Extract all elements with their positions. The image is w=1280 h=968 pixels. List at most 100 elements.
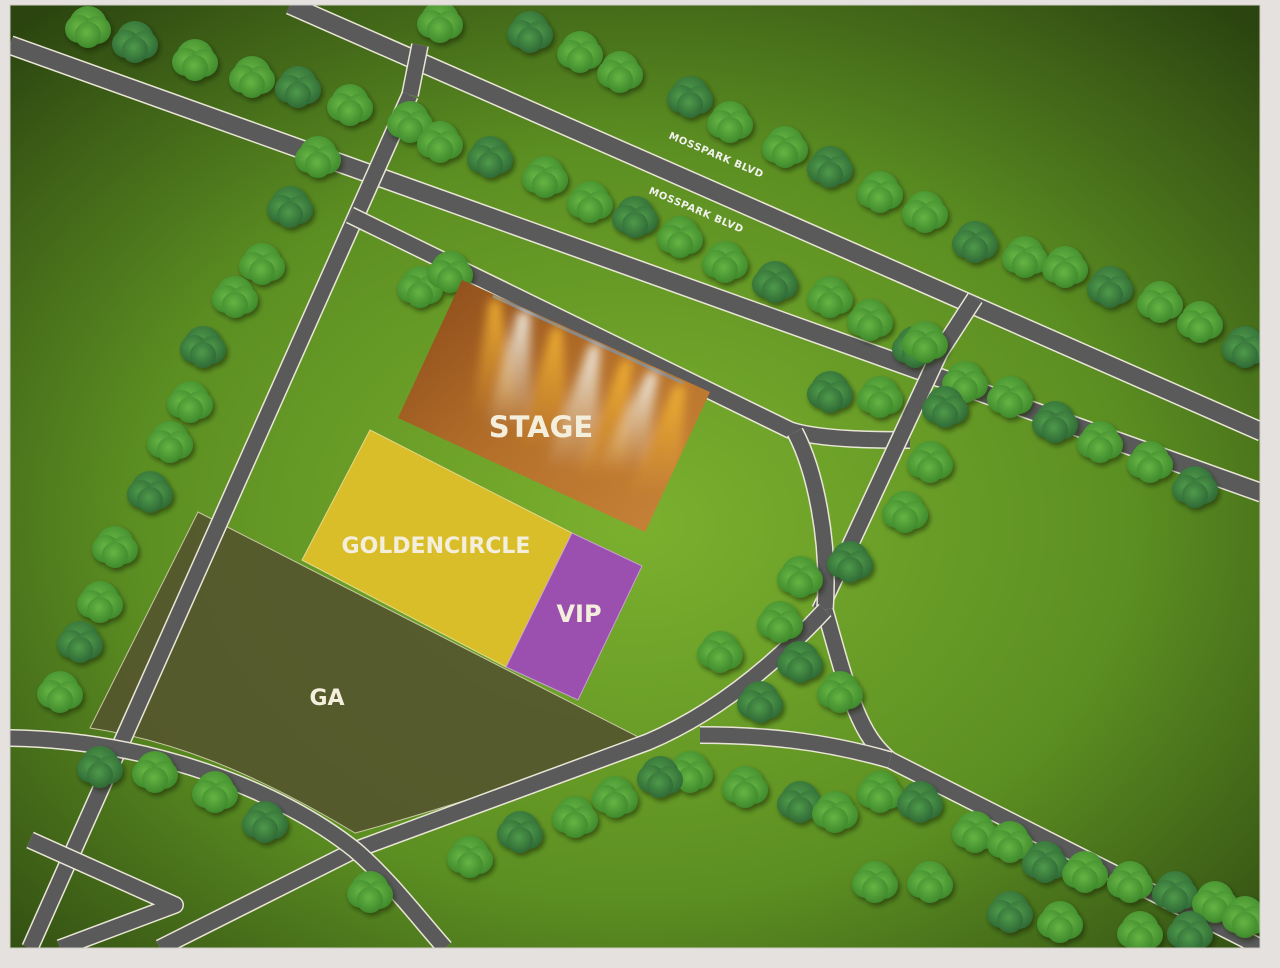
tree-icon	[417, 121, 463, 163]
tree-icon	[1137, 281, 1183, 323]
tree-icon	[447, 836, 493, 878]
tree-icon	[987, 891, 1033, 933]
tree-icon	[37, 671, 83, 713]
tree-icon	[507, 11, 553, 53]
tree-icon	[1022, 841, 1068, 883]
tree-icon	[522, 156, 568, 198]
tree-icon	[897, 781, 943, 823]
tree-icon	[127, 471, 173, 513]
tree-icon	[557, 31, 603, 73]
zone-label-stage: STAGE	[489, 410, 593, 444]
tree-icon	[192, 771, 238, 813]
tree-icon	[92, 526, 138, 568]
tree-icon	[1222, 326, 1260, 368]
tree-icon	[1172, 466, 1218, 508]
zone-label-vip: VIP	[556, 600, 601, 628]
tree-icon	[987, 376, 1033, 418]
tree-icon	[907, 441, 953, 483]
tree-icon	[1222, 896, 1260, 938]
road-network	[10, 5, 1260, 948]
tree-icon	[752, 261, 798, 303]
lighting-truss	[492, 294, 684, 385]
tree-icon	[77, 746, 123, 788]
tree-icon	[132, 751, 178, 793]
tree-icon	[57, 621, 103, 663]
tree-icon	[1192, 881, 1238, 923]
tree-icon	[807, 276, 853, 318]
tree-icon	[852, 861, 898, 903]
zone-label-ga: GA	[309, 686, 344, 711]
tree-icon	[777, 641, 823, 683]
tree-icon	[847, 299, 893, 341]
tree-icon	[497, 811, 543, 853]
zone-label-golden-circle: GOLDENCIRCLE	[342, 534, 531, 559]
tree-icon	[229, 56, 275, 98]
tree-icon	[857, 376, 903, 418]
zone-vip[interactable]	[505, 532, 643, 701]
tree-icon	[417, 5, 463, 43]
tree-icon	[637, 756, 683, 798]
tree-icon	[597, 51, 643, 93]
tree-icon	[467, 136, 513, 178]
tree-icon	[1177, 301, 1223, 343]
tree-icon	[1167, 911, 1213, 948]
tree-icon	[902, 191, 948, 233]
tree-icon	[722, 766, 768, 808]
tree-icon	[347, 871, 393, 913]
tree-icon	[857, 771, 903, 813]
tree-icon	[167, 381, 213, 423]
tree-icon	[1062, 851, 1108, 893]
tree-icon	[1037, 901, 1083, 943]
tree-icon	[762, 126, 808, 168]
tree-icon	[812, 791, 858, 833]
tree-icon	[327, 84, 373, 126]
tree-group	[37, 5, 1260, 948]
tree-icon	[702, 241, 748, 283]
tree-icon	[112, 21, 158, 63]
tree-icon	[567, 181, 613, 223]
tree-icon	[77, 581, 123, 623]
tree-icon	[882, 491, 928, 533]
tree-icon	[987, 821, 1033, 863]
tree-icon	[907, 861, 953, 903]
zone-stage[interactable]	[398, 280, 710, 532]
tree-icon	[1107, 861, 1153, 903]
tree-icon	[267, 186, 313, 228]
tree-icon	[1042, 246, 1088, 288]
tree-icon	[1127, 441, 1173, 483]
tree-icon	[827, 541, 873, 583]
tree-icon	[1087, 266, 1133, 308]
tree-icon	[737, 681, 783, 723]
tree-icon	[902, 321, 948, 363]
tree-icon	[922, 386, 968, 428]
tree-icon	[172, 39, 218, 81]
tree-icon	[777, 556, 823, 598]
tree-icon	[707, 101, 753, 143]
tree-icon	[807, 371, 853, 413]
tree-icon	[697, 631, 743, 673]
tree-icon	[592, 776, 638, 818]
tree-icon	[657, 216, 703, 258]
tree-icon	[242, 801, 288, 843]
tree-icon	[275, 66, 321, 108]
tree-icon	[807, 146, 853, 188]
tree-icon	[1002, 236, 1048, 278]
stage-spotlights	[470, 294, 685, 495]
tree-icon	[857, 171, 903, 213]
map-border	[9, 4, 1261, 949]
tree-icon	[65, 6, 111, 48]
tree-icon	[295, 136, 341, 178]
tree-icon	[1117, 911, 1163, 948]
tree-icon	[147, 421, 193, 463]
tree-icon	[1077, 421, 1123, 463]
tree-icon	[212, 276, 258, 318]
tree-icon	[612, 196, 658, 238]
tree-icon	[1032, 401, 1078, 443]
tree-icon	[757, 601, 803, 643]
tree-icon	[552, 796, 598, 838]
tree-icon	[239, 243, 285, 285]
tree-icon	[180, 326, 226, 368]
tree-icon	[952, 221, 998, 263]
tree-icon	[817, 671, 863, 713]
